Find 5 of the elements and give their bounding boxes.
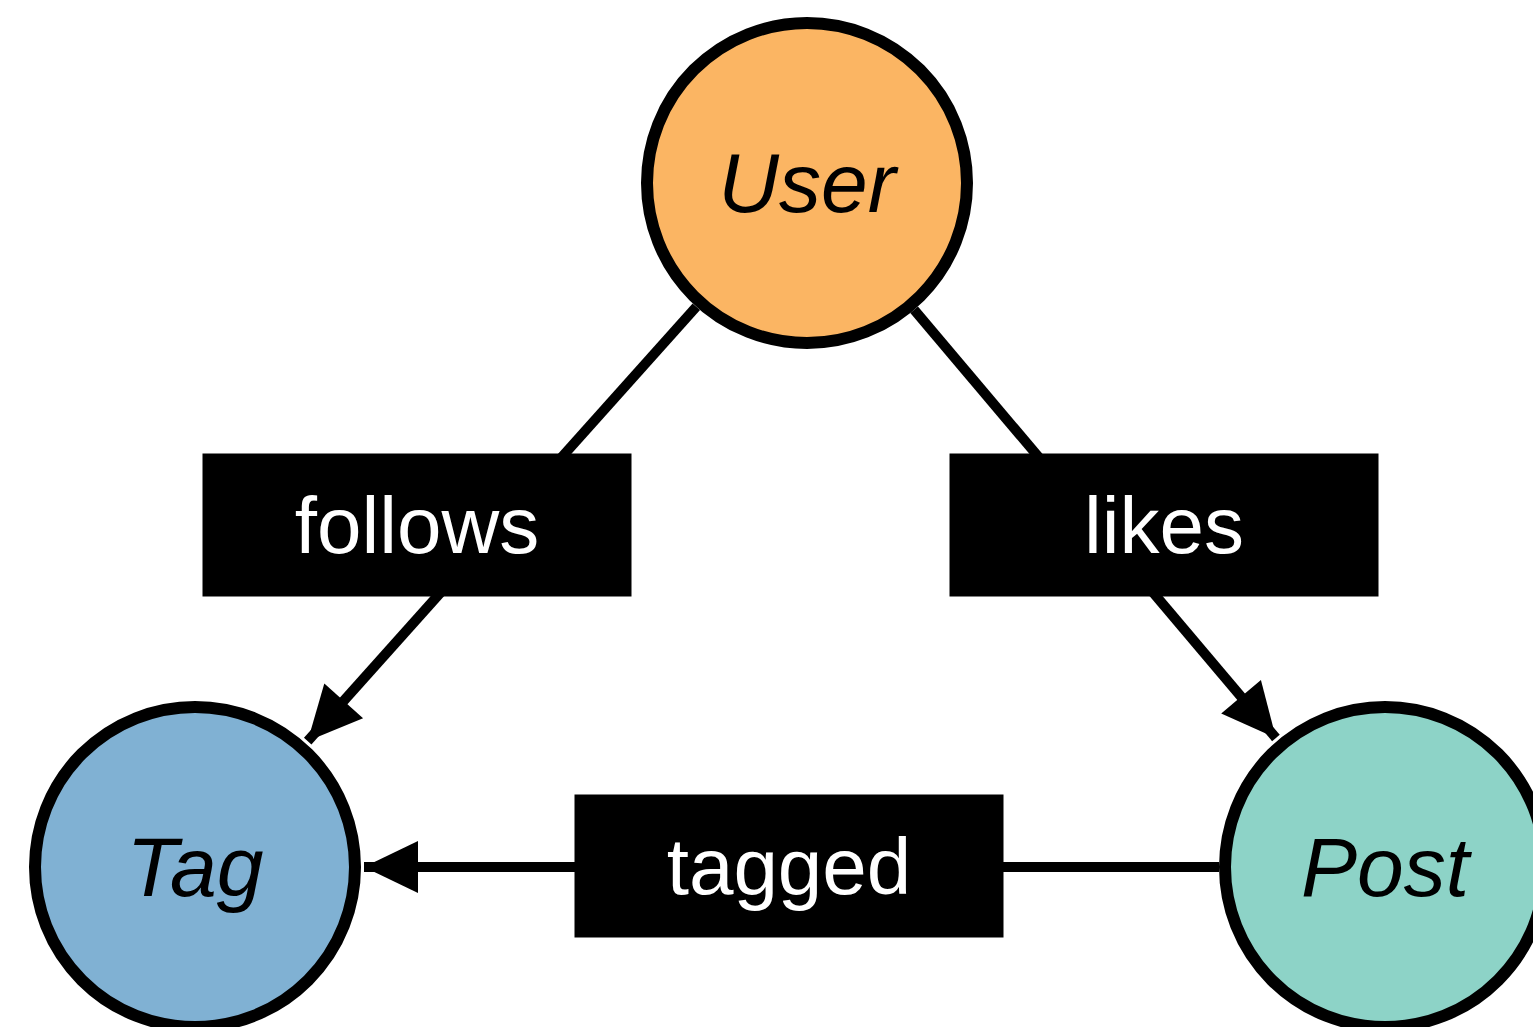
edge-label: tagged <box>574 794 1004 938</box>
edge-label: follows <box>202 453 632 597</box>
node-label: Tag <box>126 818 264 916</box>
edge-label: likes <box>949 453 1379 597</box>
node-label: Post <box>1300 818 1470 916</box>
